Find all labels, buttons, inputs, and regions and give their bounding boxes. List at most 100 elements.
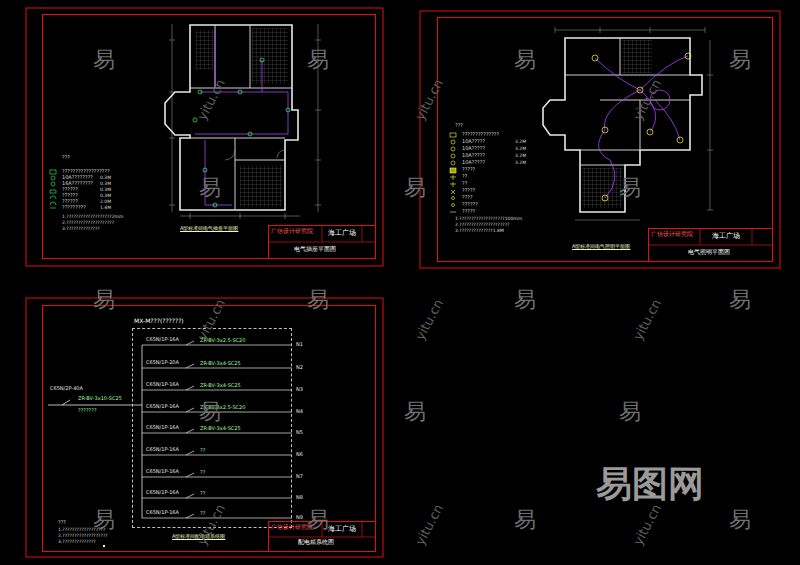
watermark: 易 [514,507,536,532]
legend-symbol [50,208,56,209]
legend-symbol [450,212,456,213]
cable-spec: ZR-BV-3x4-SC25 [200,426,241,432]
watermark: 易 [729,287,751,312]
breaker-symbol [62,400,70,405]
socket-symbol [213,203,217,207]
watermark: 易 [619,175,641,200]
circuit-number: N6 [296,452,303,458]
socket-symbol [198,90,202,94]
watermark-url: yitu.cn [195,502,229,548]
legend-text: ????????? [62,205,86,211]
legend-text: 10A????? [462,139,485,145]
sheet-outer-frame [26,8,383,266]
note-text: 2.???????????????????? [62,220,114,225]
cable-spec: ZR-BV-3x4-SC25 [200,361,241,367]
mounting-height: 3.2M [515,146,526,151]
legend-text: ?????? [62,199,78,205]
legend-text: 10A???????? [62,175,93,181]
bathroom-hatch [195,30,213,70]
circuit-number: N9 [296,515,303,521]
watermark: 易 [199,399,221,424]
cable-spec: ?? [200,448,205,454]
kitchen-hatch [622,40,652,73]
watermark-url: yitu.cn [631,297,665,343]
legend-symbols [50,170,56,208]
legend-text: 10A????? [462,160,485,166]
legend-text: ????? [462,209,475,215]
cable-spec: ?? [200,470,205,476]
drawing-name: 配电箱系统图 [298,539,334,546]
watermark: 易 [93,507,115,532]
lamp-symbol [637,87,643,93]
legend-symbol [451,154,455,158]
legend-symbol [50,170,56,174]
sheet-outer-frame [420,11,780,268]
drawing-name: 电气插座平面图 [294,246,336,253]
mounting-height: 3.2M [515,160,526,165]
watermark: 易 [93,287,115,312]
note-text: 3.?????????????? [62,226,100,231]
title-block: 广信设计研究院海工广场电气插座平面图 [268,225,376,259]
legend-symbol [451,140,455,144]
watermark-url: yitu.cn [631,502,665,548]
project-name: 海工广场 [328,229,356,237]
legend-text: ?????????????????? [62,169,110,175]
watermark: 易 [199,175,221,200]
legend-text: ?? [462,174,467,180]
legend-symbol [451,190,455,194]
note-text: 3.?????????????? [58,539,96,544]
wall-outline [165,25,298,210]
door-swing [225,150,285,160]
watermark-url: yitu.cn [413,502,447,548]
title-block-grid [648,228,773,245]
designer-name: 广信设计研究院 [651,231,693,237]
socket-symbol [238,90,242,94]
lighting-wiring [595,56,688,198]
watermark: 易 [514,47,536,72]
socket-symbol [260,58,264,62]
mounting-height: 3.2M [515,153,526,158]
wall-outline [543,38,702,212]
mounting-height: 2.0M [100,199,111,204]
mounting-height: 0.3M [100,181,111,186]
breaker-rating: C65N/1P-16A [146,447,179,453]
lamp-symbol [602,127,608,133]
socket-symbol [286,108,290,112]
legend-symbol [451,147,455,151]
legend-symbols [450,133,456,212]
legend-text: ?????? [62,187,78,193]
breaker-rating: C65N/1P-16A [146,425,179,431]
legend-symbol [51,176,55,180]
legend-text: ?????? [462,202,478,208]
socket-symbols [193,58,290,207]
bathroom-hatch [582,168,622,208]
mounting-height: 1.4M [100,205,111,210]
project-name: 海工广场 [328,525,356,533]
legend-text: ?????????????? [462,132,499,138]
breaker-rating: C65N/1P-16A [146,404,179,410]
mounting-height: 0.3M [100,193,111,198]
legend-symbol [452,204,455,207]
legend-text: 16A???????? [62,181,93,187]
circuit-number: N4 [296,409,303,415]
legend-heading: ??? [62,155,70,161]
cable-note: ??????? [78,408,97,414]
watermark-url: yitu.cn [413,297,447,343]
mounting-height: 0.3M [100,175,111,180]
watermark: 易 [729,507,751,532]
legend-symbol [50,196,56,199]
breaker-rating: C65N/1P-16A [146,510,179,516]
title-block-grid [268,225,376,242]
watermark-url: yitu.cn [413,77,447,123]
watermark-url: yitu.cn [195,297,229,343]
note-text: 2.????????????????????? [455,222,509,227]
drawing-name: 电气照明平面图 [688,249,730,256]
mounting-height: 3.2M [515,139,526,144]
lamp-symbol [592,55,598,61]
legend-text: ?? [462,181,467,187]
mounting-height: 0.3M [100,187,111,192]
legend-heading: ??? [455,123,463,129]
legend-symbol [450,133,456,137]
breaker-rating: C65N/2P-40A [50,386,83,392]
